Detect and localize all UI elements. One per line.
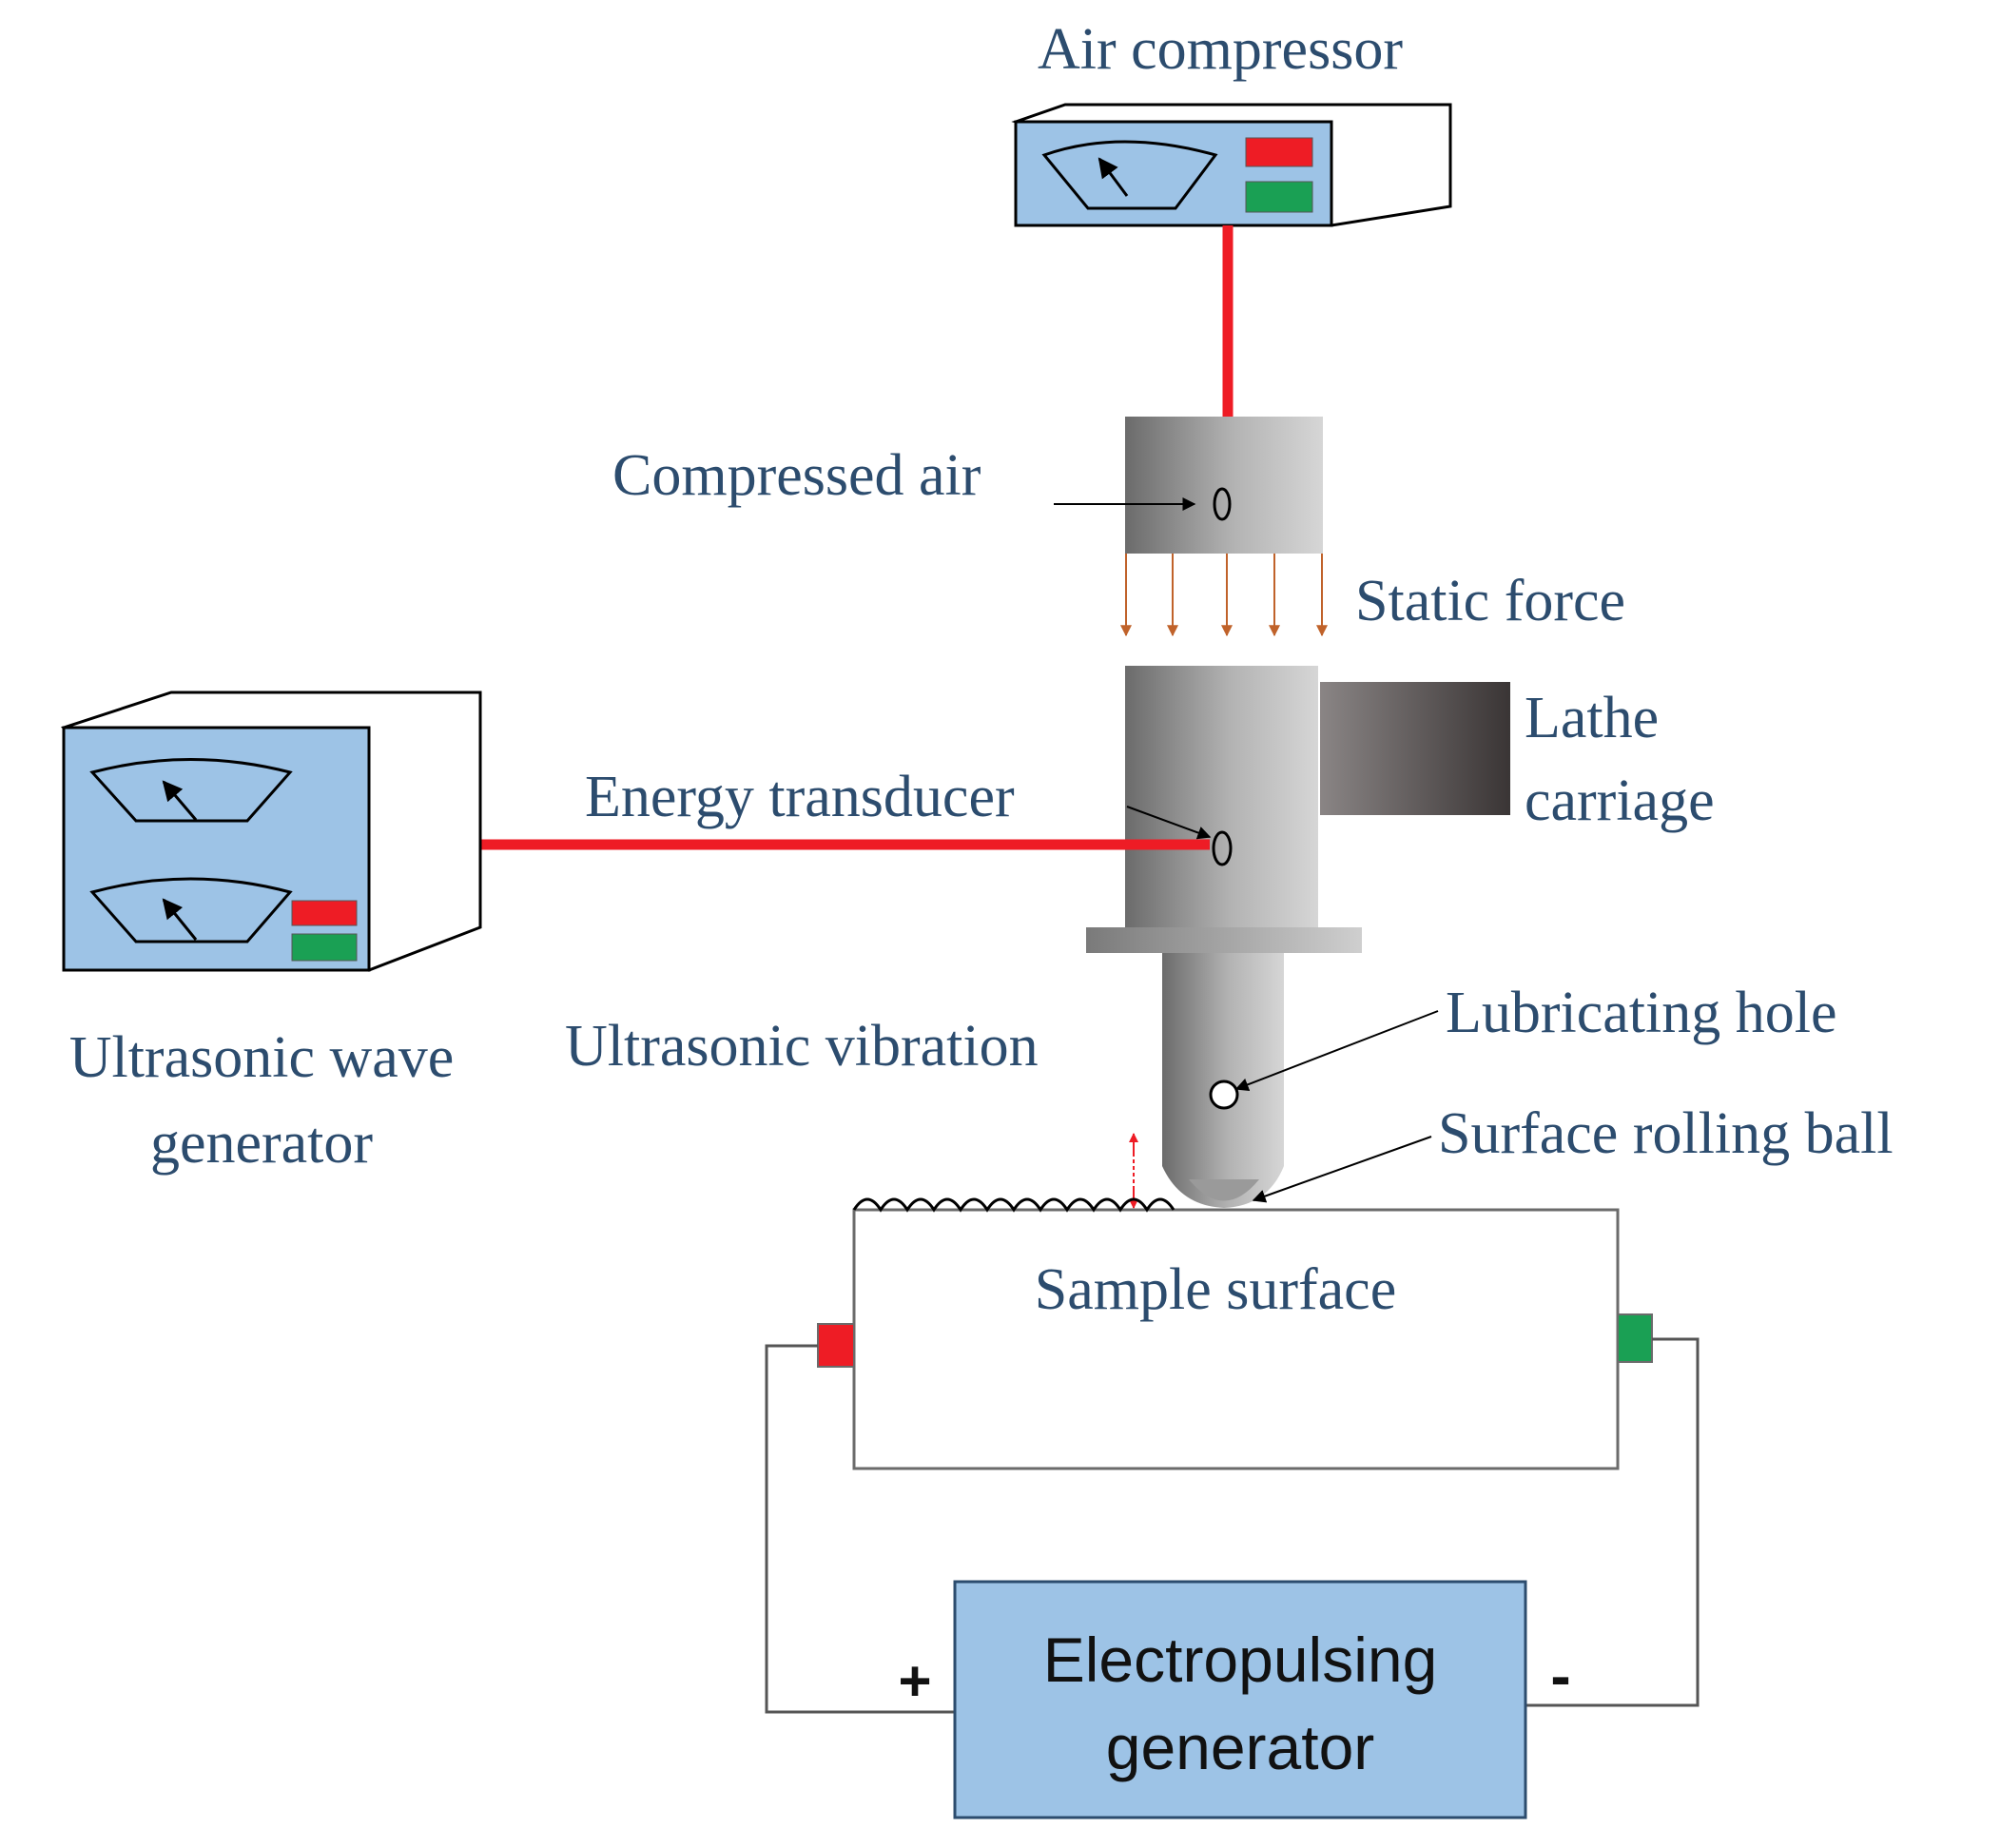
negative-wire [1525, 1337, 1700, 1707]
ultrasonic-vibration-label: Ultrasonic vibration [565, 1014, 1039, 1079]
surface-rolling-ball-label: Surface rolling ball [1438, 1101, 1894, 1166]
ultrasonic-wave-generator-box [60, 691, 482, 972]
surface-rolling-ball [1189, 1179, 1259, 1201]
lathe-carriage-label-line1: Lathe [1525, 686, 1659, 750]
red-indicator [291, 900, 358, 926]
compressed-air-port [1213, 487, 1232, 521]
positive-electrode [817, 1323, 855, 1368]
electropulsing-generator-label-line1: Electropulsing [1043, 1624, 1438, 1695]
gauge-icon [89, 758, 293, 823]
green-indicator [1245, 181, 1313, 213]
sample-block [852, 1208, 1620, 1470]
static-force-arrows [1120, 554, 1328, 637]
positive-terminal-sign: + [898, 1649, 931, 1713]
compressed-air-cylinder [1125, 417, 1323, 554]
green-indicator [291, 933, 358, 962]
static-force-label: Static force [1355, 569, 1625, 633]
rough-surface-profile [852, 1197, 1175, 1213]
ultrasonic-wave-generator-label-line1: Ultrasonic wave [69, 1025, 455, 1090]
gauge-icon [89, 877, 293, 943]
transducer-flange [1086, 927, 1362, 953]
compressed-air-label: Compressed air [612, 443, 981, 508]
lathe-carriage-block [1320, 682, 1510, 815]
negative-terminal-sign: - [1550, 1642, 1570, 1710]
energy-transducer-label: Energy transducer [585, 765, 1015, 829]
lathe-carriage-label-line2: carriage [1525, 768, 1715, 833]
electropulsing-generator-box [953, 1580, 1527, 1819]
air-compressor-label: Air compressor [1038, 17, 1403, 82]
lubricating-hole [1209, 1080, 1239, 1110]
energy-transducer-pointer [1126, 806, 1212, 840]
gauge-icon [1041, 140, 1218, 210]
positive-wire [765, 1344, 955, 1714]
lubricating-hole-label: Lubricating hole [1446, 981, 1836, 1045]
negative-electrode [1617, 1313, 1653, 1363]
sample-surface-label: Sample surface [1035, 1257, 1396, 1322]
electropulsing-generator-label-line2: generator [1106, 1712, 1375, 1782]
red-indicator [1245, 137, 1313, 167]
transducer-body [1125, 666, 1318, 927]
air-compressor-box [1011, 103, 1452, 227]
transducer-port [1212, 830, 1233, 866]
lubricating-hole-pointer [1234, 1010, 1439, 1091]
surface-rolling-ball-pointer [1252, 1136, 1432, 1203]
ultrasonic-wave-generator-label-line2: generator [150, 1111, 373, 1176]
